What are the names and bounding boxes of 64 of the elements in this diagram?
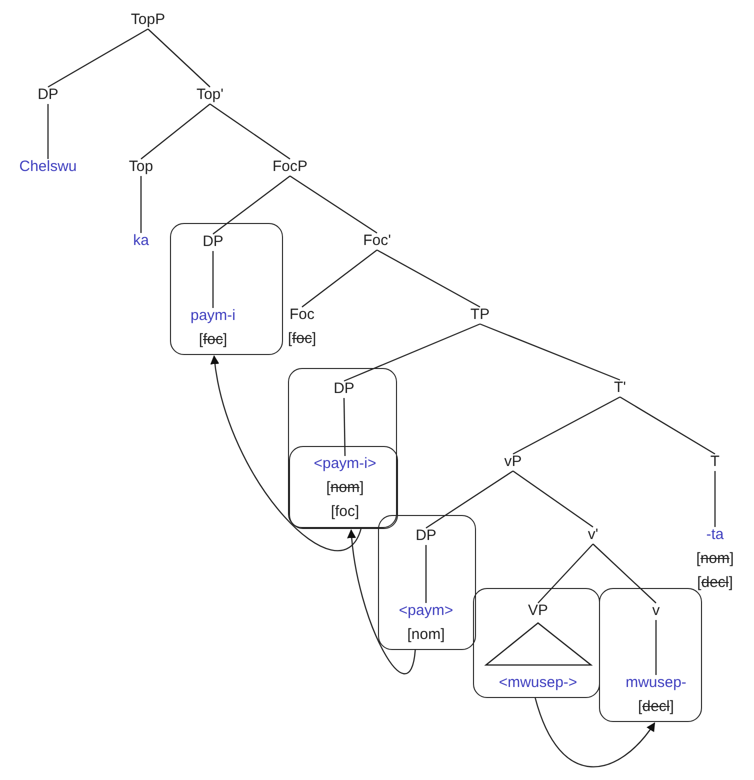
tree-branch <box>212 176 290 234</box>
tree-branch <box>620 396 716 455</box>
category-label: TopP <box>130 8 166 32</box>
category-label: DP <box>416 524 436 548</box>
category-label: FocP <box>272 155 308 179</box>
word-label: -ta <box>706 525 724 545</box>
highlight-box <box>170 223 283 355</box>
highlight-box <box>378 515 476 650</box>
category-label: T <box>710 450 720 474</box>
category-label: Top' <box>196 83 224 107</box>
word-label: <mwusep-> <box>498 671 578 695</box>
tree-branch <box>140 104 210 160</box>
tree-branch <box>343 398 346 456</box>
tree-branch <box>714 471 716 527</box>
category-label: DP <box>202 230 224 254</box>
tree-branch <box>426 470 514 528</box>
category-label: DP <box>38 83 58 107</box>
tree-branch <box>512 470 594 528</box>
category-label: vP <box>504 450 522 474</box>
category-label: VP <box>528 599 548 623</box>
feature-label: [foc] <box>330 502 360 522</box>
feature-label: [decl] <box>638 697 674 717</box>
tree-branch <box>140 176 142 233</box>
feature-label: [foc] <box>288 329 316 349</box>
category-label: TP <box>470 303 490 327</box>
highlight-box <box>288 368 397 528</box>
tree-branch <box>592 544 656 604</box>
feature-label: [nom] <box>407 625 445 645</box>
feature-label: [decl] <box>697 573 733 593</box>
feature-label: [foc] <box>198 330 228 350</box>
tree-branch <box>210 104 290 160</box>
tree-branch <box>148 28 210 88</box>
category-label: v <box>652 599 660 623</box>
word-label: Chelswu <box>19 155 77 179</box>
word-label: <paym-i> <box>314 454 376 474</box>
tree-branch <box>290 176 378 234</box>
word-label: ka <box>133 229 149 253</box>
category-label: T' <box>614 376 626 400</box>
feature-label: [nom] <box>326 478 364 498</box>
tree-branch <box>376 249 480 308</box>
tree-branch <box>538 544 594 604</box>
tree-branch <box>512 396 620 455</box>
tree-branch <box>302 250 378 308</box>
tree-branch <box>48 28 148 88</box>
movement-arrow <box>534 698 656 768</box>
tree-branch <box>47 104 49 159</box>
word-label: mwusep- <box>626 673 686 693</box>
category-label: Top <box>128 155 154 179</box>
tree-branch <box>425 545 427 603</box>
tree-branch <box>212 251 214 308</box>
category-label: Foc' <box>363 229 391 253</box>
tree-branch <box>480 323 620 381</box>
feature-label: [nom] <box>696 549 734 569</box>
word-label: <paym> <box>398 601 454 621</box>
tree-branch <box>344 323 480 382</box>
category-label: DP <box>334 377 354 401</box>
highlight-box <box>473 588 600 698</box>
highlight-box <box>289 446 398 529</box>
category-label: Foc <box>290 305 314 325</box>
movement-arrow <box>210 355 362 550</box>
movement-arrow <box>347 529 416 674</box>
category-label: v' <box>588 523 598 547</box>
word-label: paym-i <box>190 306 236 326</box>
tree-branch <box>655 620 657 675</box>
